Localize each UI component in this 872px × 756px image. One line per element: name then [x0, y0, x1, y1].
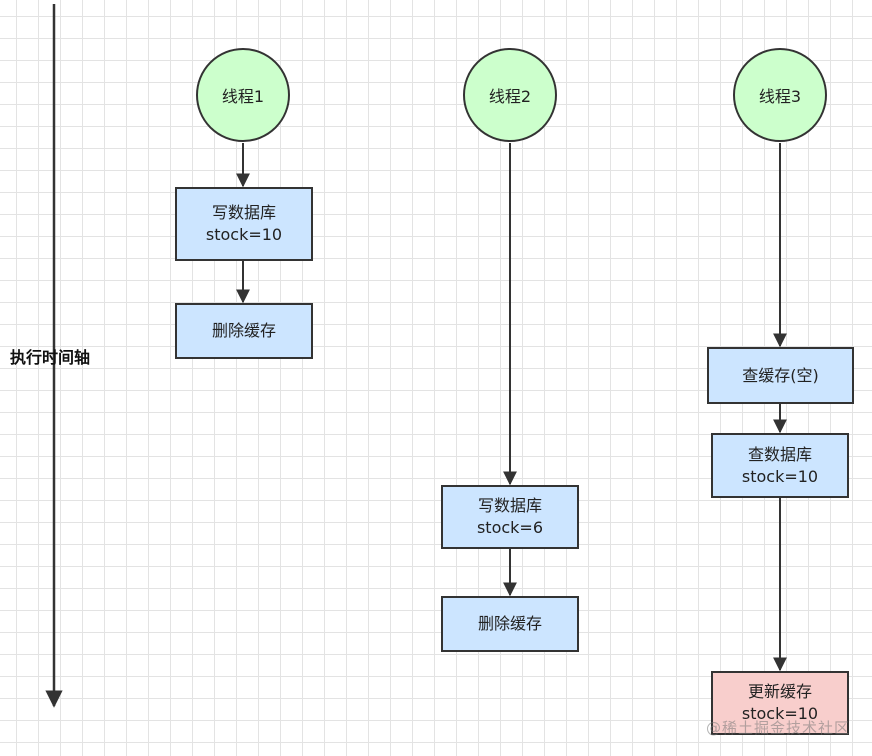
box-line: 查缓存(空) — [742, 365, 819, 385]
box-line: 写数据库 — [211, 203, 276, 222]
box-line: 更新缓存 — [747, 682, 812, 701]
thread3-query-cache-box[interactable]: 查缓存(空) — [707, 347, 854, 404]
box-line: stock=10 — [741, 466, 819, 486]
thread1-label: 线程1 — [221, 87, 265, 106]
time-axis-label: 执行时间轴 — [10, 348, 91, 367]
thread1-node[interactable]: 线程1 — [196, 48, 290, 142]
watermark: @稀土掘金技术社区 — [705, 719, 850, 737]
thread3-update-cache-box[interactable]: 更新缓存 stock=10 — [711, 671, 849, 735]
thread2-delete-cache-box[interactable]: 删除缓存 — [441, 596, 579, 652]
thread2-node[interactable]: 线程2 — [463, 48, 557, 142]
thread3-node[interactable]: 线程3 — [733, 48, 827, 142]
box-line: stock=10 — [205, 225, 283, 244]
thread2-label: 线程2 — [488, 87, 532, 106]
thread3-label: 线程3 — [758, 87, 802, 106]
thread1-write-db-box[interactable]: 写数据库 stock=10 — [175, 187, 313, 261]
thread3-query-db-box[interactable]: 查数据库 stock=10 — [711, 433, 849, 498]
thread2-write-db-box[interactable]: 写数据库 stock=6 — [441, 485, 579, 549]
box-line: 删除缓存 — [211, 321, 276, 340]
thread1-delete-cache-box[interactable]: 删除缓存 — [175, 303, 313, 359]
box-line: 写数据库 — [477, 496, 542, 515]
box-line: stock=10 — [741, 704, 819, 723]
box-line: 删除缓存 — [477, 614, 542, 633]
box-line: stock=6 — [476, 518, 544, 537]
box-line: 查数据库 — [747, 444, 812, 464]
